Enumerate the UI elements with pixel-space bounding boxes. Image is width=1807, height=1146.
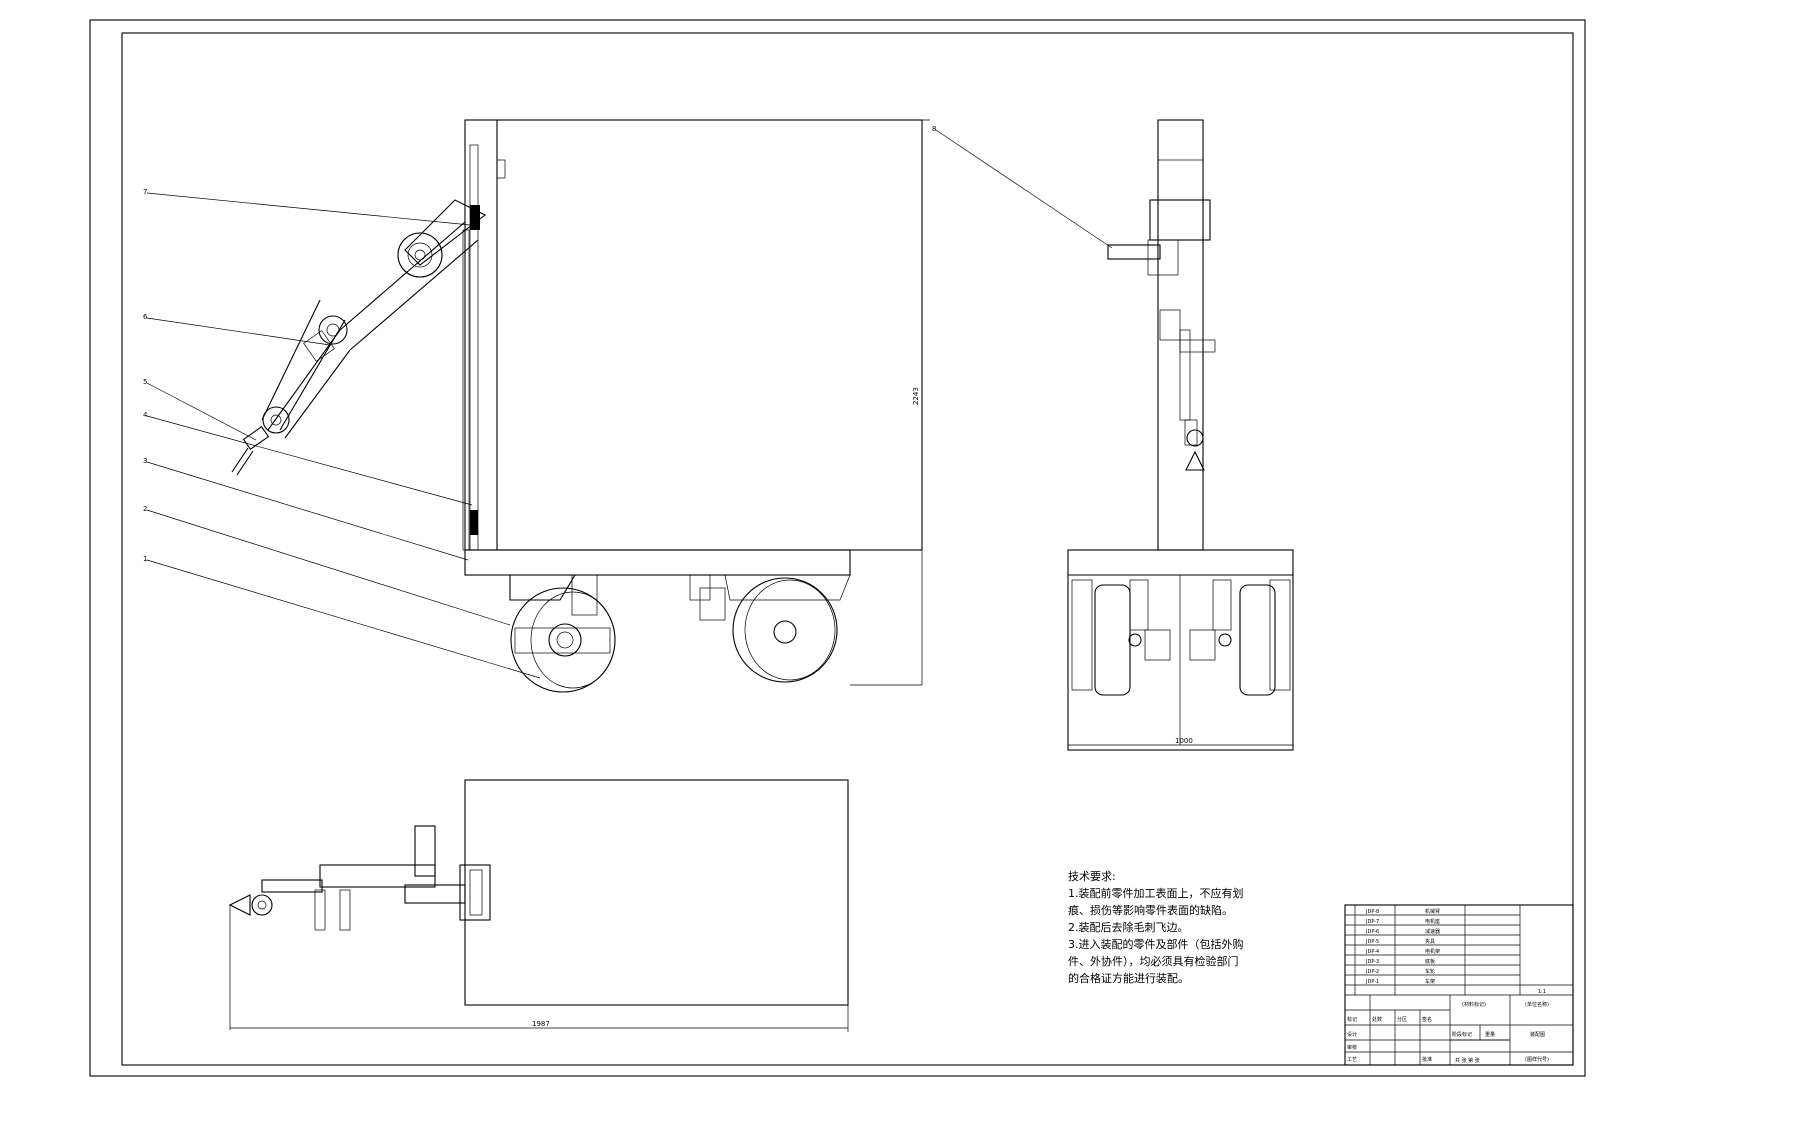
bom-code: JDP-4 [1365, 949, 1379, 955]
bom-code: JDP-5 [1365, 939, 1379, 945]
row-label: 工艺 [1347, 1057, 1357, 1063]
part-label-5: 5 [143, 378, 147, 386]
tech-req-line: 的合格证方能进行装配。 [1068, 971, 1189, 985]
title-block: JDP-8 机械臂 JDP-7 电机座 JDP-6 减速器 JDP-5 夹具 J… [1344, 904, 1574, 1066]
front-view: 2243 7 6 5 4 3 2 1 [143, 119, 930, 693]
arm-upper-block [404, 199, 487, 266]
top-body [464, 779, 849, 1006]
rear-wheel [509, 574, 616, 693]
cabinet-body [464, 119, 923, 551]
row-label: 标记 [1347, 1016, 1357, 1023]
bom-name: 电机座 [1425, 918, 1440, 925]
gripper [242, 426, 270, 450]
col-label: 处数 [1372, 1016, 1382, 1023]
base-plate [464, 549, 851, 576]
part-label-2: 2 [143, 505, 147, 513]
scale-value: 1:1 [1538, 989, 1546, 995]
bom-name: 底板 [1425, 958, 1435, 965]
bom-name: 减速器 [1425, 928, 1440, 935]
col-label: 签名 [1422, 1016, 1432, 1023]
part-label-4: 4 [143, 411, 148, 419]
row-label: 审核 [1347, 1044, 1357, 1051]
front-wheel [689, 574, 851, 683]
part-label-8: 8 [932, 125, 936, 133]
side-column [1157, 119, 1204, 551]
col-label: 分区 [1397, 1016, 1407, 1023]
drawing-code: (图样代号) [1525, 1056, 1549, 1063]
part-label-6: 6 [143, 313, 148, 321]
stage-mark: 阶段标记 [1452, 1031, 1472, 1038]
part-label-7: 7 [143, 188, 147, 196]
joint-elbow [318, 315, 348, 345]
tech-req-line: 痕、损伤等影响零件表面的缺陷。 [1068, 903, 1233, 917]
weight-label: 重量 [1485, 1031, 1495, 1038]
bom-code: JDP-6 [1365, 929, 1379, 935]
dim-width-side: 1000 [1175, 737, 1193, 745]
drawing-name: 装配图 [1530, 1031, 1545, 1038]
bom-code: JDP-2 [1365, 969, 1379, 975]
tech-req-line: 3.进入装配的零件及部件（包括外购 [1068, 937, 1244, 951]
tech-req-line: 件、外协件），均必须具有检验部门 [1068, 954, 1239, 968]
bom-code: JDP-8 [1365, 909, 1379, 915]
bom-code: JDP-1 [1365, 979, 1379, 985]
bom-name: 机械臂 [1425, 908, 1440, 915]
side-base [1067, 549, 1294, 751]
material-mark: (材料标记) [1462, 1001, 1486, 1008]
inner-frame [121, 32, 1574, 1066]
outer-frame [89, 19, 1586, 1077]
top-view: 1987 [228, 779, 849, 1032]
row-label: 设计 [1347, 1031, 1357, 1038]
bom-name: 夹具 [1425, 938, 1435, 945]
bom-name: 车轮 [1425, 968, 1435, 975]
tech-req-line: 1.装配前零件加工表面上，不应有划 [1068, 886, 1244, 900]
joint-wrist [262, 406, 290, 434]
bom-code: JDP-3 [1365, 959, 1379, 965]
top-arm [319, 864, 436, 888]
technical-requirements: 技术要求: 1.装配前零件加工表面上，不应有划 痕、损伤等影响零件表面的缺陷。 … [1068, 870, 1244, 985]
part-label-3: 3 [143, 457, 147, 465]
tech-req-line: 2.装配后去除毛刺飞边。 [1068, 920, 1189, 934]
bom-name: 电机架 [1425, 948, 1440, 955]
side-arm [1107, 244, 1161, 260]
tech-req-title: 技术要求: [1068, 870, 1116, 883]
bom-code: JDP-7 [1365, 919, 1379, 925]
dim-width-top: 1987 [532, 1020, 550, 1028]
sheet-info: 共 张 第 张 [1455, 1057, 1480, 1064]
part-label-1: 1 [143, 555, 147, 563]
dim-height: 2243 [912, 387, 920, 405]
side-view: 1000 8 [932, 119, 1294, 751]
bom-name: 车架 [1425, 978, 1435, 985]
approve-label: 批准 [1422, 1056, 1432, 1063]
unit-name: (单位名称) [1525, 1001, 1549, 1008]
joint-shoulder [397, 232, 443, 278]
